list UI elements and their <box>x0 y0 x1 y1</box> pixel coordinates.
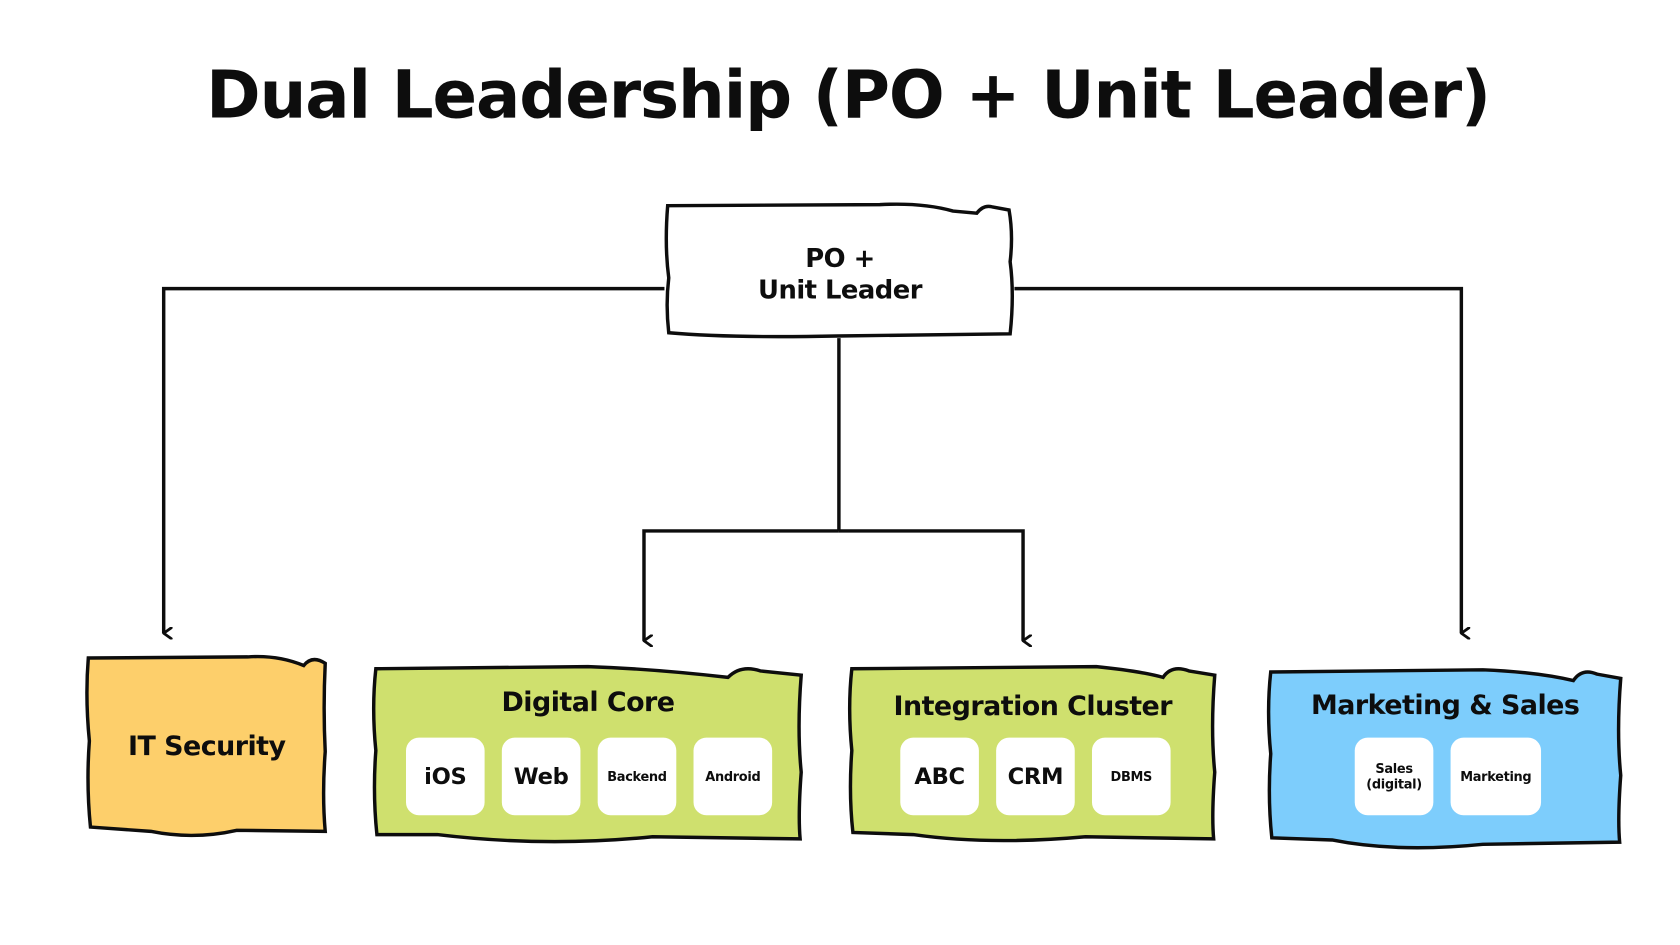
it-security-label: IT Security <box>127 730 286 762</box>
item-web[interactable]: Web <box>501 737 581 816</box>
digital-core-items: iOS Web Backend Android <box>405 737 773 816</box>
item-android[interactable]: Android <box>693 737 773 816</box>
connector-it-security <box>161 286 665 634</box>
root-line-1: PO + <box>805 243 875 274</box>
root-node-shape <box>664 202 1014 339</box>
root-node-label: PO + Unit Leader <box>664 243 1015 305</box>
item-abc[interactable]: ABC <box>900 737 979 816</box>
item-backend[interactable]: Backend <box>597 737 677 816</box>
group-marketing-sales[interactable]: Marketing & Sales Sales (digital) Market… <box>1266 668 1623 851</box>
group-integration-cluster[interactable]: Integration Cluster ABC CRM DBMS <box>847 664 1217 845</box>
group-digital-core[interactable]: Digital Core iOS Web Backend Android <box>371 664 804 845</box>
item-dbms[interactable]: DBMS <box>1091 737 1171 816</box>
connector-integration-cluster <box>838 529 1023 641</box>
marketing-sales-items: Sales (digital) Marketing <box>1354 737 1542 816</box>
marketing-sales-label: Marketing & Sales <box>1311 689 1580 721</box>
it-security-shape <box>85 654 328 838</box>
integration-cluster-items: ABC CRM DBMS <box>900 737 1171 816</box>
item-crm[interactable]: CRM <box>996 737 1075 816</box>
item-ios[interactable]: iOS <box>405 737 485 816</box>
integration-cluster-label: Integration Cluster <box>893 690 1173 722</box>
root-node[interactable]: PO + Unit Leader <box>664 202 1015 340</box>
connector-marketing-sales <box>1014 286 1461 634</box>
root-line-2: Unit Leader <box>758 274 922 305</box>
item-sales-digital[interactable]: Sales (digital) <box>1354 737 1434 816</box>
connector-digital-core <box>642 529 839 641</box>
group-it-security[interactable]: IT Security <box>85 654 328 840</box>
diagram-title: Dual Leadership (PO + Unit Leader) <box>206 57 1491 134</box>
item-marketing[interactable]: Marketing <box>1450 737 1542 816</box>
digital-core-label: Digital Core <box>501 685 675 718</box>
